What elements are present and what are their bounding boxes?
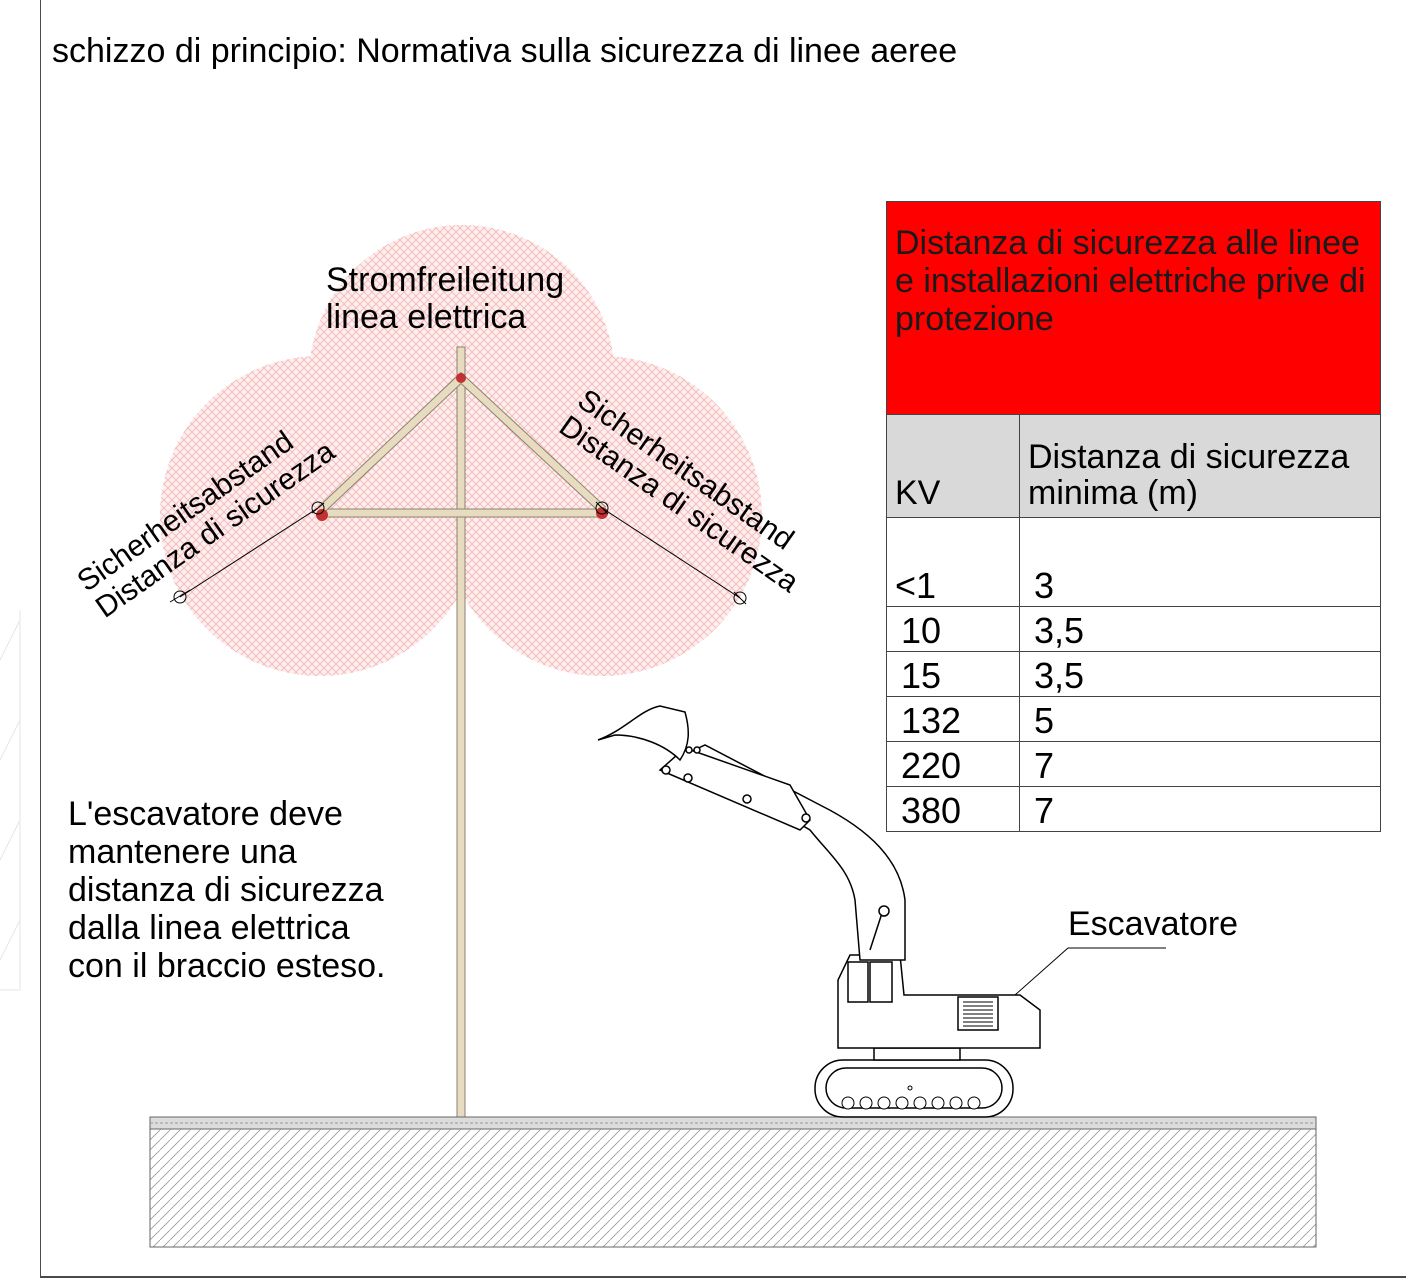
power-line-label-it: linea elettrica — [326, 298, 527, 336]
drawing-frame — [40, 0, 1406, 1278]
kv-cell: 10 — [886, 606, 1020, 652]
distance-cell: 3,5 — [1019, 651, 1381, 697]
distance-cell: 5 — [1019, 696, 1381, 742]
ground — [149, 1116, 1317, 1248]
table-row: 10 3,5 — [886, 606, 1381, 652]
excavator-note: L'escavatore deve mantenere una distanza… — [68, 795, 386, 985]
kv-cell: 15 — [886, 651, 1020, 697]
table-row: 132 5 — [886, 696, 1381, 742]
distance-cell: 3 — [1019, 517, 1381, 607]
table-row: 380 7 — [886, 786, 1381, 832]
excavator-label: Escavatore — [1068, 905, 1239, 943]
excavator-leader — [1014, 947, 1166, 996]
page-title: schizzo di principio: Normativa sulla si… — [52, 32, 958, 70]
table-row: 220 7 — [886, 741, 1381, 787]
table-title: Distanza di sicurezza alle linee e insta… — [886, 201, 1381, 415]
kv-cell: 220 — [886, 741, 1020, 787]
excavator — [597, 705, 1041, 1118]
distance-cell: 7 — [1019, 786, 1381, 832]
distance-dimensions — [169, 501, 747, 605]
kv-cell: 132 — [886, 696, 1020, 742]
table-row: <1 3 — [886, 517, 1381, 607]
power-line-label-de: Stromfreileitung — [326, 261, 565, 299]
table-row: 15 3,5 — [886, 651, 1381, 697]
safety-distance-table: Distanza di sicurezza alle linee e insta… — [886, 201, 1381, 832]
kv-cell: <1 — [886, 517, 1020, 607]
column-header-distance: Distanza di sicurezza minima (m) — [1019, 414, 1381, 518]
column-header-kv: KV — [886, 414, 1020, 518]
distance-cell: 7 — [1019, 741, 1381, 787]
distance-cell: 3,5 — [1019, 606, 1381, 652]
kv-cell: 380 — [886, 786, 1020, 832]
edge-decoration — [0, 610, 21, 991]
